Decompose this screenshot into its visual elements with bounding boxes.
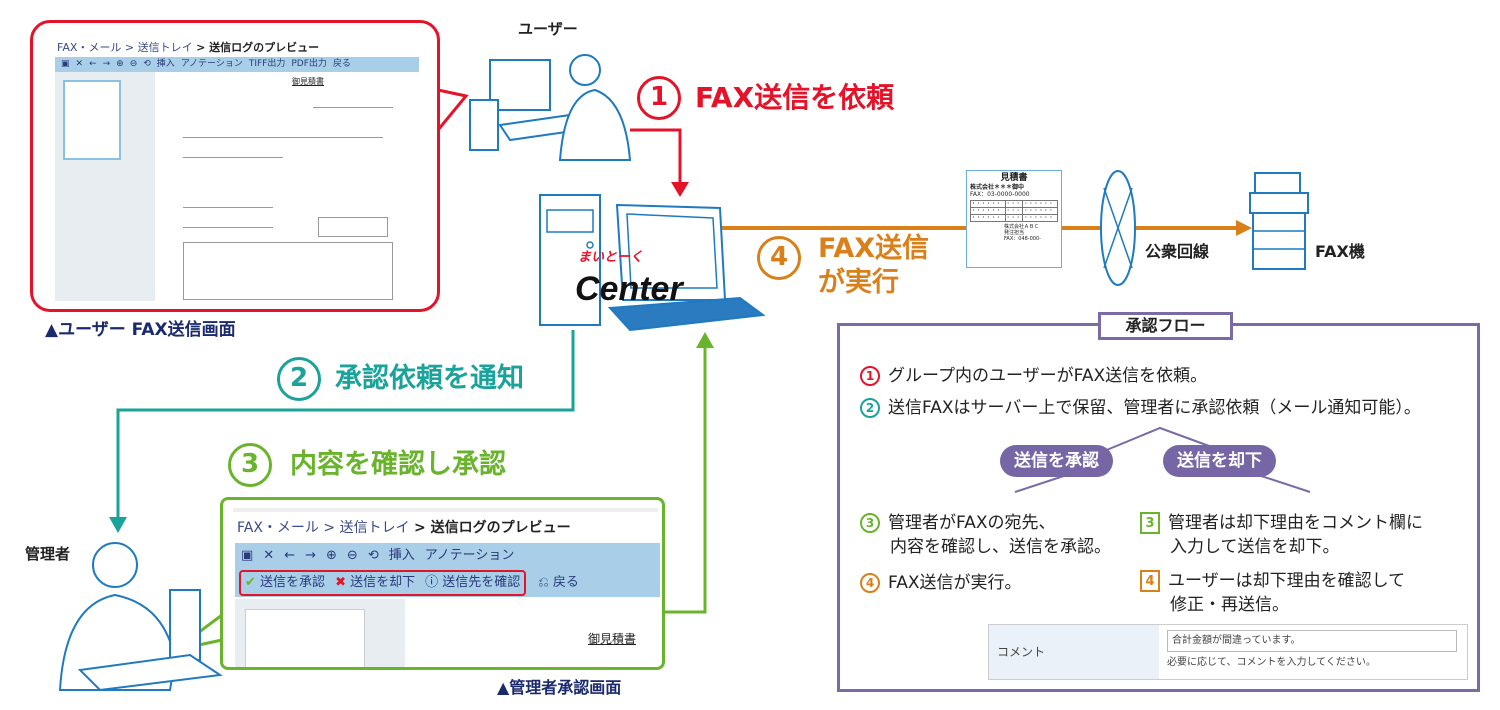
step-4-text-line2: が実行	[818, 267, 899, 298]
annotation-button[interactable]: アノテーション	[424, 548, 515, 564]
breadcrumb-item[interactable]: > 送信トレイ	[323, 520, 410, 536]
breadcrumb-current: > 送信ログのプレビュー	[414, 520, 571, 536]
step-3-badge: 3	[228, 443, 272, 487]
fax-document: 見積書 株式会社＊＊＊御中 FAX：03-0000-0000 ・・・・・・・・・…	[966, 170, 1062, 268]
comment-label: コメント	[989, 625, 1159, 679]
page-thumbnail[interactable]	[63, 80, 121, 160]
fax-doc-fax: FAX：03-0000-0000	[970, 190, 1030, 198]
save-icon[interactable]: ▣	[241, 548, 254, 564]
info-icon: ⓘ	[425, 575, 439, 591]
server-pc-icon	[539, 194, 765, 332]
step-1-text: FAX送信を依頼	[695, 81, 895, 114]
forward-icon[interactable]: →	[305, 548, 317, 564]
thumbnail-panel	[235, 599, 405, 667]
admin-screen-caption: ▲管理者承認画面	[497, 678, 622, 697]
fax-doc-to: 株式会社＊＊＊御中	[970, 183, 1025, 191]
public-line-icon	[1100, 170, 1136, 286]
user-screen-caption: ▲ユーザー FAX送信画面	[45, 320, 236, 340]
breadcrumb: FAX・メール > 送信トレイ > 送信ログのプレビュー	[237, 518, 571, 538]
delete-icon[interactable]: ✕	[263, 548, 275, 564]
approve-icon: ✔	[245, 575, 256, 591]
document-title: 御見積書	[292, 77, 324, 86]
fax-doc-dept: 発注担当	[1004, 230, 1025, 237]
zoom-in-icon[interactable]: ⊕	[326, 548, 337, 564]
zoom-in-icon[interactable]: ⊕	[116, 59, 124, 70]
back-icon: ⎌	[538, 575, 549, 591]
step-4-text-line1: FAX送信	[818, 233, 930, 264]
reject-icon: ✖	[335, 575, 346, 591]
step-3-text: 内容を確認し承認	[290, 449, 506, 480]
save-icon[interactable]: ▣	[61, 59, 70, 70]
rotate-icon[interactable]: ⟲	[143, 59, 151, 70]
reject-branch-label: 送信を却下	[1163, 445, 1276, 477]
step-1-badge: 1	[637, 76, 681, 120]
step-2-text: 承認依頼を通知	[335, 363, 524, 394]
step-2-badge: 2	[277, 357, 321, 401]
insert-button[interactable]: 挿入	[156, 59, 175, 70]
breadcrumb-item[interactable]: FAX・メール	[57, 41, 122, 54]
comment-hint: 必要に応じて、コメントを入力してください。	[1167, 657, 1376, 668]
page-thumbnail[interactable]	[245, 609, 365, 667]
comment-form: コメント 合計金額が間違っています。 必要に応じて、コメントを入力してください。	[988, 624, 1468, 680]
public-line-label: 公衆回線	[1145, 242, 1210, 261]
back-icon[interactable]: ←	[89, 59, 97, 70]
breadcrumb-current: > 送信ログのプレビュー	[196, 41, 320, 54]
reject-button[interactable]: ✖ 送信を却下	[335, 575, 416, 591]
user-label: ユーザー	[518, 20, 578, 38]
back-button[interactable]: ⎌ 戻る	[538, 575, 579, 591]
document-preview: 御見積書	[163, 77, 413, 301]
check-recipient-button[interactable]: ⓘ 送信先を確認	[425, 575, 521, 591]
manager-illustration-icon	[58, 542, 223, 692]
zoom-out-icon[interactable]: ⊖	[346, 548, 358, 564]
fax-doc-title: 見積書	[1000, 173, 1028, 183]
fax-doc-from: 株式会社ＡＢＣ	[1004, 224, 1040, 231]
insert-button[interactable]: 挿入	[388, 548, 415, 564]
annotation-button[interactable]: アノテーション	[180, 59, 243, 70]
breadcrumb-item[interactable]: > 送信トレイ	[124, 41, 193, 54]
back-icon[interactable]: ←	[284, 548, 296, 564]
manager-label: 管理者	[25, 545, 71, 563]
fax-doc-table: ・・・・・・・・・・・・・・・ ・・・・・・・・・・・・・・・ ・・・・・・・・…	[970, 200, 1058, 223]
rotate-icon[interactable]: ⟲	[367, 548, 379, 564]
toolbar: ▣ ✕ ← → ⊕ ⊖ ⟲ 挿入 アノテーション TIFF出力 PDF出力 戻る	[55, 57, 419, 72]
pdf-export-button[interactable]: PDF出力	[291, 59, 327, 70]
flow-title: 承認フロー	[1098, 312, 1233, 340]
breadcrumb-item[interactable]: FAX・メール	[237, 520, 319, 536]
approve-branch-label: 送信を承認	[1000, 445, 1113, 477]
fax-machine-label: FAX機	[1315, 242, 1365, 261]
back-button[interactable]: 戻る	[332, 59, 351, 70]
tiff-export-button[interactable]: TIFF出力	[248, 59, 286, 70]
breadcrumb: FAX・メール > 送信トレイ > 送信ログのプレビュー	[57, 41, 319, 54]
logo-small: まいとーく	[578, 250, 644, 265]
approve-button[interactable]: ✔ 送信を承認	[245, 575, 326, 591]
toolbar: ▣ ✕ ← → ⊕ ⊖ ⟲ 挿入 アノテーション ✔ 送信を承認 ✖ 送信を却下 ⓘ …	[235, 543, 660, 597]
delete-icon[interactable]: ✕	[75, 59, 84, 70]
fax-machine-icon	[1249, 172, 1309, 270]
document-title: 御見積書	[588, 632, 637, 646]
step-4-badge: 4	[757, 236, 801, 280]
thumbnail-panel	[55, 72, 155, 301]
zoom-out-icon[interactable]: ⊖	[129, 59, 138, 70]
user-illustration-icon	[469, 54, 632, 161]
approval-actions-group: ✔ 送信を承認 ✖ 送信を却下 ⓘ 送信先を確認	[239, 570, 527, 596]
comment-input[interactable]: 合計金額が間違っています。	[1167, 630, 1457, 652]
logo-center: Center	[575, 270, 683, 308]
user-fax-screen: FAX・メール > 送信トレイ > 送信ログのプレビュー ▣ ✕ ← → ⊕ ⊖ ⟲ …	[30, 20, 440, 312]
fax-doc-from-fax: FAX：048-000-	[1004, 236, 1041, 243]
forward-icon[interactable]: →	[102, 59, 111, 70]
admin-approval-screen: FAX・メール > 送信トレイ > 送信ログのプレビュー ▣ ✕ ← → ⊕ ⊖ ⟲ …	[220, 497, 665, 670]
